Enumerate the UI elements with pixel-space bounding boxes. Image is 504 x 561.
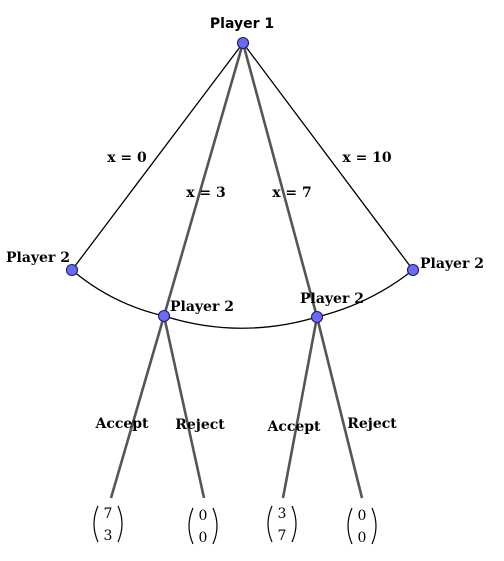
player2-node-mid-left [157,309,171,323]
payoff-vector-4: 0 0 [347,507,377,546]
payoff-3-bottom: 7 [278,528,287,544]
edge-x0 [71,42,244,271]
player2-node-right [406,263,420,277]
edge-accept-left [109,315,166,499]
edge-label-x0: x = 0 [107,150,147,166]
edge-x7 [241,42,319,318]
edge-label-x10: x = 10 [342,150,392,166]
payoff-1-bottom: 3 [104,528,113,544]
payoff-1-top: 7 [104,506,113,522]
info-set-curve-right [316,269,414,318]
action-label-reject-right: Reject [347,416,397,432]
root-label: Player 1 [210,16,274,32]
payoff-4-top: 0 [358,508,367,524]
info-set-curve-middle [163,315,318,329]
player2-node-mid-right [310,310,324,324]
payoff-2-bottom: 0 [199,530,208,546]
edge-label-x7: x = 7 [272,185,312,201]
payoff-vector-1: 7 3 [93,505,123,544]
edge-reject-left [162,315,206,499]
edge-accept-right [281,316,319,499]
payoff-2-top: 0 [199,508,208,524]
payoff-vector-3: 3 7 [267,505,297,544]
payoff-3-top: 3 [278,506,287,522]
edge-x3 [162,42,245,317]
root-node [236,36,250,50]
player2-label-left: Player 2 [6,250,70,266]
action-label-reject-left: Reject [175,417,225,433]
action-label-accept-left: Accept [94,416,149,432]
player2-label-mid-left: Player 2 [170,299,234,315]
payoff-4-bottom: 0 [358,530,367,546]
payoff-vector-2: 0 0 [188,507,218,546]
edge-x10 [242,42,414,271]
player2-node-left [65,263,79,277]
info-set-curve-left [71,269,165,317]
edge-reject-right [315,316,364,499]
player2-label-mid-right: Player 2 [300,291,364,307]
edge-label-x3: x = 3 [186,185,226,201]
player2-label-right: Player 2 [420,256,484,272]
action-label-accept-right: Accept [266,419,321,435]
